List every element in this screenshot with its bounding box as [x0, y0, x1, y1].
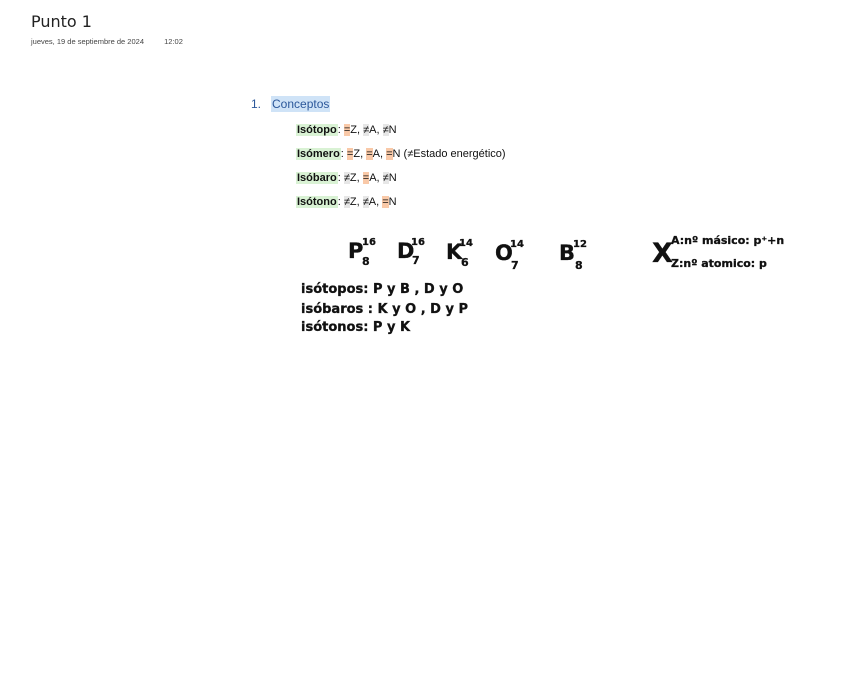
page-metadata: jueves, 19 de septiembre de 2024 12:02 [31, 37, 183, 46]
svg-text:O: O [495, 241, 513, 265]
handwritten-isotonos: isótonos: P y K [301, 320, 411, 335]
svg-text:X: X [652, 238, 673, 269]
svg-text:16: 16 [362, 237, 376, 248]
page-date: jueves, 19 de septiembre de 2024 [31, 37, 144, 46]
concept-row-isotopo[interactable]: Isótopo: =Z, ≠A, ≠N [296, 124, 397, 136]
concept-row-isomero[interactable]: Isómero: =Z, =A, =N (≠Estado energético) [296, 148, 506, 160]
svg-text:Z:nº atomico: p: Z:nº atomico: p [671, 257, 767, 270]
concept-term: Isótopo [296, 124, 338, 136]
svg-text:7: 7 [511, 259, 519, 272]
concept-row-isobaro[interactable]: Isóbaro: ≠Z, =A, ≠N [296, 172, 397, 184]
svg-text:D: D [397, 239, 414, 263]
svg-text:6: 6 [461, 256, 469, 269]
svg-text:14: 14 [459, 238, 473, 249]
page-time: 12:02 [164, 37, 183, 46]
svg-text:B: B [559, 241, 575, 265]
element-p: P 16 8 [348, 237, 376, 268]
svg-text:A:nº másico: p⁺+n: A:nº másico: p⁺+n [671, 234, 784, 247]
handwritten-isotopos: isótopos: P y B , D y O [301, 282, 463, 297]
list-number: 1. [251, 97, 262, 111]
svg-text:8: 8 [362, 255, 370, 268]
outline-heading[interactable]: Conceptos [271, 96, 331, 112]
concept-term: Isómero [296, 148, 341, 160]
concept-term: Isóbaro [296, 172, 338, 184]
concepts-list: Isótopo: =Z, ≠A, ≠N Isómero: =Z, =A, =N … [296, 122, 506, 218]
page-title[interactable]: Punto 1 [31, 12, 92, 31]
outline-item-conceptos[interactable]: 1. Conceptos [251, 96, 331, 112]
concept-term: Isótono [296, 196, 338, 208]
svg-text:14: 14 [510, 239, 524, 250]
element-d: D 16 7 [397, 237, 425, 267]
notation-legend: X A:nº másico: p⁺+n Z:nº atomico: p [652, 234, 785, 270]
handwritten-isobaros: isóbaros : K y O , D y P [301, 302, 468, 317]
element-k: K 14 6 [446, 238, 473, 269]
svg-text:8: 8 [575, 259, 583, 272]
svg-text:12: 12 [573, 239, 587, 250]
concept-row-isotono[interactable]: Isótono: ≠Z, ≠A, =N [296, 196, 397, 208]
element-o: O 14 7 [495, 239, 524, 272]
element-b: B 12 8 [559, 239, 587, 272]
svg-text:P: P [348, 239, 363, 263]
svg-text:7: 7 [412, 254, 420, 267]
svg-text:16: 16 [411, 237, 425, 248]
svg-text:K: K [446, 240, 463, 264]
